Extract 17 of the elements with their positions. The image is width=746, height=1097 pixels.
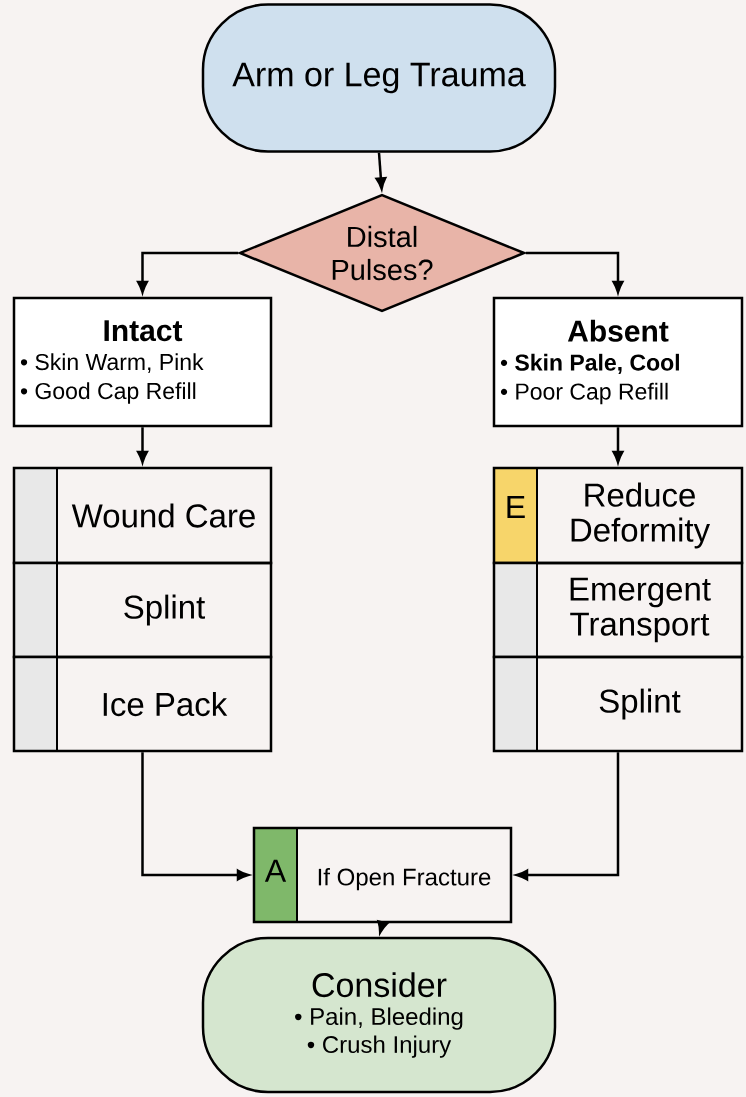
arrow	[375, 152, 387, 190]
step-row: Wound Care	[12, 466, 273, 565]
step-row: Splint	[12, 561, 273, 659]
step-row: E Reduce Deformity	[492, 466, 744, 565]
arrow	[612, 427, 624, 464]
step-row: Ice Pack	[12, 655, 273, 753]
terminal-box: Consider • Pain, Bleeding • Crush Injury	[201, 936, 557, 1094]
arrow	[515, 752, 620, 881]
step-row: A If Open Fracture	[252, 826, 513, 924]
condition-box: Absent • Skin Pale, Cool • Poor Cap Refill	[492, 296, 744, 428]
step-row: Emergent Transport	[492, 561, 744, 659]
condition-box: Intact • Skin Warm, Pink • Good Cap Refill	[12, 296, 273, 428]
arrow	[141, 752, 250, 881]
arrow	[377, 920, 389, 934]
step-row: Splint	[492, 655, 744, 753]
terminal-box: Arm or Leg Trauma	[201, 3, 557, 153]
arrow	[525, 251, 624, 294]
